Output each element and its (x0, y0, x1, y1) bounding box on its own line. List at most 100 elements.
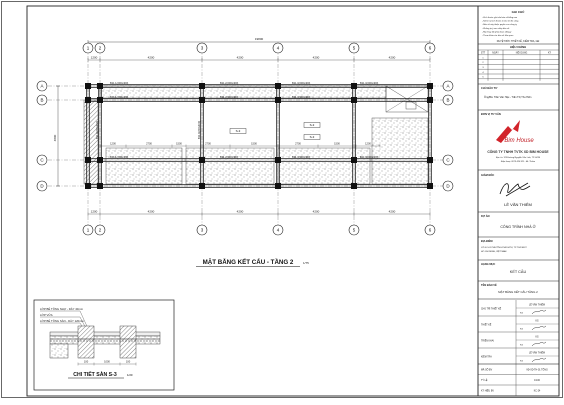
sign-sub: KS (520, 345, 523, 347)
sign-role: CHỦ TRÌ THIẾT KẾ (481, 308, 502, 311)
plan-title: MẶT BẰNG KẾT CẤU - TẦNG 2 (203, 258, 294, 266)
slab-area-top (99, 85, 387, 99)
grid-bubble-B: B (40, 98, 43, 103)
sign-sub: KS (520, 313, 523, 315)
signature-mark (531, 325, 547, 331)
slab-area-left-strip (83, 99, 99, 185)
grid-bubble-C: C (446, 158, 450, 163)
section-dimension: 100 (126, 360, 131, 364)
grid-bubble-A: A (40, 84, 43, 89)
column-1C (85, 157, 91, 163)
slab-area-mid-1 (105, 147, 183, 185)
span-dimension: 1200 (91, 210, 98, 214)
grid-bubble-2: 2 (99, 228, 102, 233)
grid-bubble-1: 1 (87, 228, 90, 233)
overall-dimension: 19800 (255, 37, 264, 41)
sign-sub: KS (520, 329, 523, 331)
investor-name: Ông/Bà: Trần Văn Hậu - Trần Thị Thu Hiền (484, 96, 532, 99)
category-value: KẾT CẤU (510, 269, 527, 274)
inner-dimension: 1200 (110, 142, 116, 146)
inner-dimension: 1200 (365, 142, 371, 146)
span-dimension: 4200 (313, 56, 320, 60)
grid-bubble-6: 6 (429, 46, 432, 51)
column-2A (97, 83, 103, 89)
sign-sub: KS (520, 361, 523, 363)
beam-label: B11.2(200x400) (220, 155, 238, 159)
column-4C (275, 157, 281, 163)
column-4A (275, 83, 281, 89)
title-block: GHI CHÚ - Kích thước ghi trên bản vẽ bằn… (477, 9, 560, 396)
signature-mark (531, 357, 547, 363)
company-info-2: Điện thoại: 0973.420.321 - Mr. Thiêm (501, 160, 536, 163)
inner-dimension: 1500 (251, 142, 257, 146)
beam-label: B11.1(200x400) (110, 81, 128, 85)
column-1A (85, 83, 91, 89)
consultant-label: ĐƠN VỊ TƯ VẤN (481, 111, 501, 116)
column-6D (427, 183, 433, 189)
span-dimension: 4200 (389, 210, 396, 214)
column-2D (97, 183, 103, 189)
beam-label: B11.2(200x400) (220, 95, 238, 99)
sign-role: THIẾT KẾ (481, 324, 492, 327)
revision-col-header: NỘI DUNG (516, 52, 528, 55)
signature-mark (531, 309, 547, 315)
column-5C (351, 157, 357, 163)
revision-row-number: 4 (482, 72, 484, 74)
grid-bubble-5: 5 (353, 228, 356, 233)
location-line-1: LÔ GC-01 PHƯỜNG PHÚ HỮU, TP THỦ ĐỨC (481, 246, 528, 249)
column-3D (199, 183, 205, 189)
footer-label: MÃ SỐ BV (481, 369, 493, 372)
beam-label: B11.3(200x400) (292, 155, 310, 159)
inner-dimension: 2700 (205, 142, 211, 146)
grid-bubble-4: 4 (277, 228, 280, 233)
grid-bubble-2: 2 (99, 46, 102, 51)
footer-label: KÝ HIỆU BV (481, 390, 494, 393)
notes-header: GHI CHÚ (512, 9, 525, 14)
column-3C (199, 157, 205, 163)
column-3B (199, 97, 205, 103)
inner-dimension: 2700 (295, 142, 301, 146)
beam-label: B11.4(200x400) (95, 121, 99, 139)
sheet-border-outer (1, 1, 563, 398)
sign-role: KIỂM TRA (481, 356, 492, 359)
revision-col-header: KÝ (548, 52, 552, 55)
grid-bubble-C: C (40, 158, 44, 163)
note-line: - Kích thước ghi trên bản vẽ bằng mm (482, 16, 517, 19)
span-dimension: 4200 (237, 210, 244, 214)
slab-area-mid-3 (277, 147, 371, 185)
company-logo: Bim House (496, 120, 534, 144)
footer-label: TỶ LỆ (481, 379, 488, 382)
span-dimension: 4200 (148, 210, 155, 214)
project-name: CÔNG TRÌNH NHÀ Ở (500, 224, 535, 229)
slab-area-mid-2 (185, 147, 275, 185)
section-title: CHI TIẾT SÀN S-3 (73, 371, 117, 378)
sign-name: LÊ VĂN THIÊM (529, 304, 545, 307)
revision-row-number: 3 (482, 67, 484, 69)
slab-area-right (371, 117, 429, 185)
section-note: LỚP BÊ TÔNG NHỰ - DÀY 40mm (40, 306, 84, 311)
grid-bubble-3: 3 (201, 46, 204, 51)
column-2B (97, 97, 103, 103)
grid-bubble-6: 6 (429, 228, 432, 233)
sign-name: KS (535, 337, 539, 339)
inner-dimension: 1500 (176, 142, 182, 146)
revision-row-number: 5 (482, 77, 484, 79)
slab-tag: S-3 (310, 123, 315, 127)
note-line: - Mọi thay đổi phải được đồng ý (482, 30, 512, 33)
column-1B (85, 97, 91, 103)
note-line: - Không tự ý sao chép bản vẽ (482, 27, 510, 30)
investor-label: CHỦ ĐẦU TƯ (481, 85, 498, 90)
sign-name: KS (535, 321, 539, 323)
note-line: - Bản vẽ này thuộc quyền của công ty (482, 23, 518, 26)
span-dimension: 4200 (313, 210, 320, 214)
column-3A (199, 83, 205, 89)
slab-tag: S-3 (236, 129, 241, 133)
note-line: - Kiểm tra kích thước trước khi thi công (482, 20, 519, 23)
grid-bubble-3: 3 (201, 228, 204, 233)
note-line: - Tham khảo các bản vẽ liên quan (482, 34, 514, 37)
span-dimension: 1200 (91, 56, 98, 60)
column-5A (351, 83, 357, 89)
approval-line: DUYỆT BỞI: THIẾT KẾ, KIỂM TRA, GĐ (497, 40, 540, 43)
